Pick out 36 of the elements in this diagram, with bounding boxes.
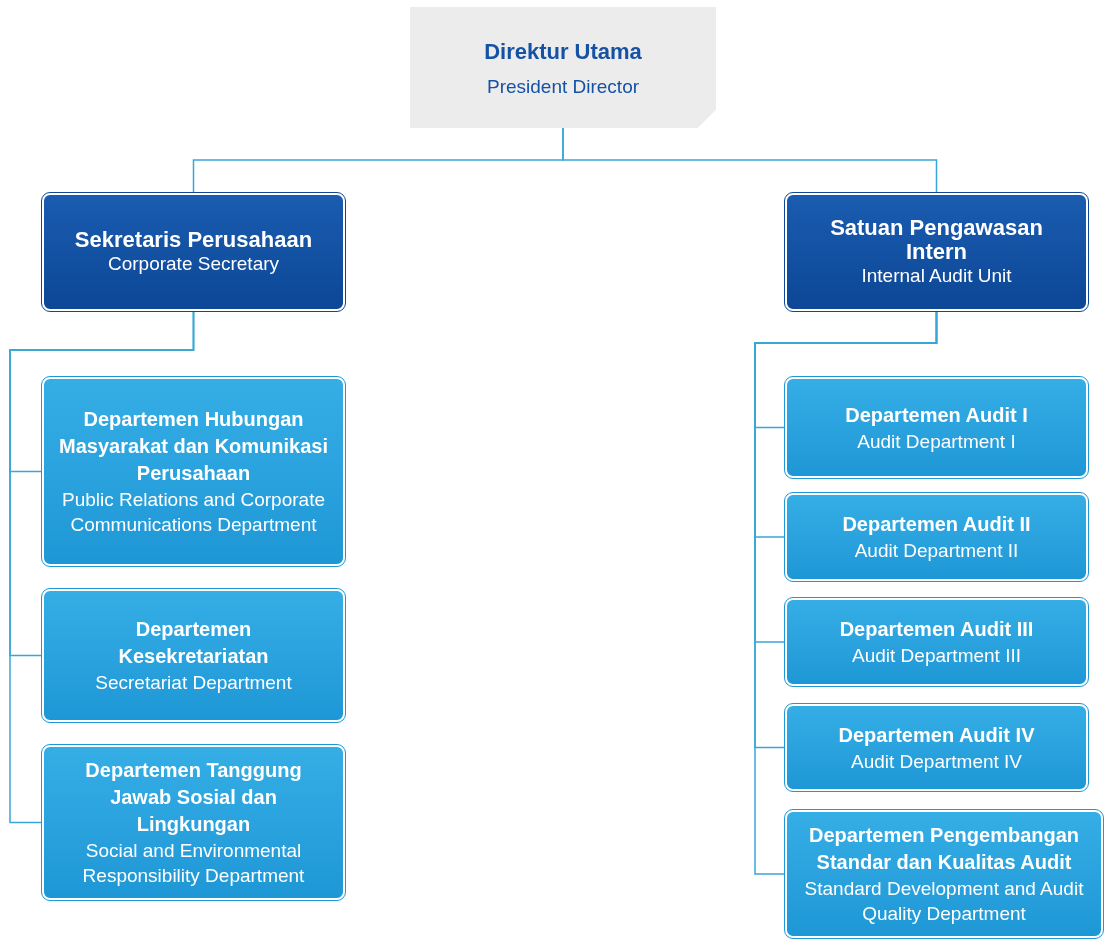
unit-subtitle: Audit Department II: [854, 539, 1019, 563]
unit-title: Departemen Tanggung Jawab Sosial dan Lingkungan: [84, 758, 303, 837]
unit-subtitle: Internal Audit Unit: [861, 264, 1012, 288]
unit-title: Departemen Audit IV: [838, 722, 1035, 748]
department-box: [785, 704, 1088, 791]
unit-subtitle: Corporate Secretary: [107, 252, 280, 276]
unit-subtitle: President Director: [486, 74, 640, 99]
department-box: [42, 589, 345, 722]
department-box: [785, 598, 1088, 686]
unit-subtitle: Secretariat Department: [95, 671, 292, 695]
unit-subtitle: Standard Development and Audit Quality Department: [803, 877, 1085, 926]
unit-title: Departemen Kesekretariatan: [117, 617, 270, 669]
unit-title: Departemen Audit I: [845, 402, 1028, 428]
connector-line: [754, 310, 938, 875]
department-box: [785, 810, 1103, 938]
unit-subtitle: Social and Environmental Responsibility Department: [81, 839, 306, 888]
connector-line: [9, 310, 195, 824]
unit-title: Departemen Audit III: [839, 617, 1034, 642]
connector-line: [562, 127, 938, 194]
unit-title: Departemen Hubungan Masyarakat dan Komunikasi Perusahaan: [58, 407, 329, 486]
unit-title: Sekretaris Perusahaan: [74, 228, 313, 252]
unit-title: Direktur Utama: [484, 37, 642, 66]
director-box: [410, 7, 716, 128]
department-box: [785, 493, 1088, 581]
unit-subtitle: Audit Department I: [857, 429, 1016, 454]
department-box: [42, 377, 345, 566]
unit-subtitle: Public Relations and Corporate Communications Department: [61, 488, 326, 537]
unit-title: Departemen Audit II: [842, 512, 1031, 537]
unit-title: Departemen Pengembangan Standar dan Kualitas Audit: [807, 823, 1081, 875]
unit-subtitle: Audit Department III: [852, 644, 1021, 668]
department-box: [785, 377, 1088, 478]
department-box: [42, 193, 345, 311]
department-box: [785, 193, 1088, 311]
unit-title: Satuan Pengawasan Intern: [829, 216, 1044, 264]
unit-subtitle: Audit Department IV: [850, 749, 1023, 774]
department-box: [42, 745, 345, 900]
